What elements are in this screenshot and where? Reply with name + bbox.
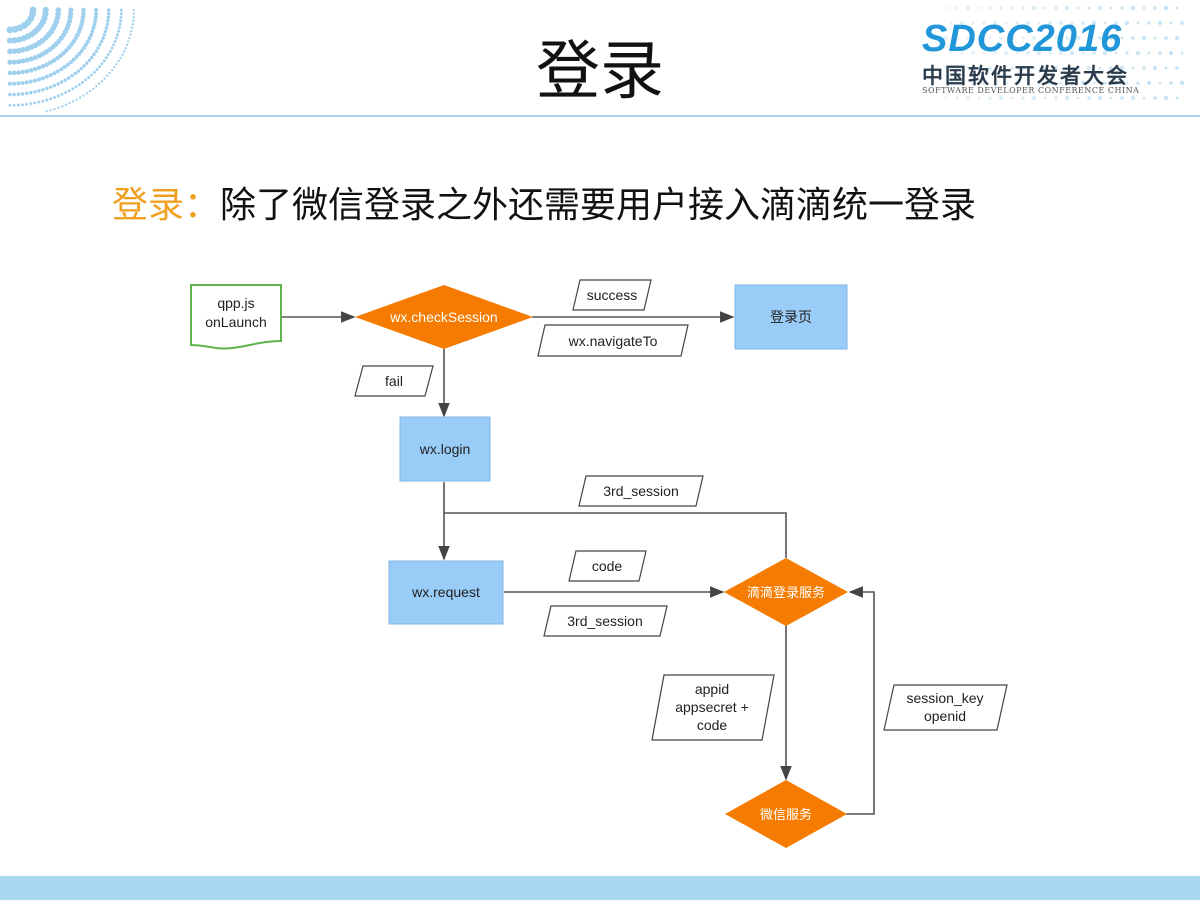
decorative-dots-right — [943, 5, 1185, 101]
wechat-service-label: 微信服务 — [760, 807, 812, 822]
logo-chinese-text: 中国软件开发者大会 — [922, 64, 1129, 88]
label-code: code — [592, 558, 623, 574]
label-navigate: wx.navigateTo — [568, 333, 658, 349]
label-3rd-session-bottom: 3rd_session — [567, 613, 643, 629]
logo-sdcc-text: SDCC2016 — [922, 18, 1123, 60]
app-doc-line1: qpp.js — [217, 295, 254, 311]
label-session-key-line2: openid — [924, 708, 966, 724]
app-document-node: qpp.js onLaunch — [190, 284, 282, 350]
login-page-label: 登录页 — [770, 309, 812, 325]
label-appid-box — [651, 674, 775, 741]
wechat-service-node: 微信服务 — [725, 780, 847, 848]
check-session-node: wx.checkSession — [355, 285, 533, 349]
slide-subtitle: 登录：除了微信登录之外还需要用户接入滴滴统一登录 — [112, 182, 976, 230]
slide-title: 登录 — [536, 35, 664, 109]
label-3rd-session-bottom-box — [543, 605, 668, 637]
label-success-box — [572, 279, 652, 311]
label-3rd-session-top: 3rd_session — [603, 483, 679, 499]
didi-login-service-label: 滴滴登录服务 — [747, 585, 825, 600]
app-doc-line2: onLaunch — [205, 314, 267, 330]
label-success: success — [587, 287, 638, 303]
edge-didi-to-wxrequest — [443, 482, 787, 558]
label-session-key-box — [883, 684, 1008, 731]
wx-request-node: wx.request — [388, 560, 504, 625]
label-code-box — [568, 550, 647, 582]
label-appid-line1: appid — [695, 681, 729, 697]
wx-login-node: wx.login — [399, 416, 491, 482]
footer-bar — [0, 876, 1200, 900]
label-appid-line2: appsecret + — [675, 699, 749, 715]
wx-request-label: wx.request — [411, 584, 480, 600]
label-appid-line3: code — [697, 717, 728, 733]
login-page-node: 登录页 — [734, 284, 848, 350]
label-fail: fail — [385, 373, 403, 389]
label-session-key-line1: session_key — [906, 690, 983, 706]
didi-login-service-node: 滴滴登录服务 — [724, 558, 848, 626]
edge-wechat-to-didi — [846, 586, 875, 815]
conference-logo: SDCC2016 中国软件开发者大会 SOFTWARE DEVELOPER CO… — [918, 18, 1178, 110]
check-session-label: wx.checkSession — [389, 309, 497, 325]
wx-login-label: wx.login — [419, 441, 471, 457]
header-divider — [0, 115, 1200, 117]
subtitle-highlight: 登录： — [112, 185, 221, 226]
decorative-dots-left — [6, 6, 136, 113]
subtitle-text: 除了微信登录之外还需要用户接入滴滴统一登录 — [220, 185, 977, 226]
slide-header: 登录 SDCC2016 中国软件开发者大会 SOFTWARE DEVELOPER… — [0, 0, 1200, 116]
logo-english-text: SOFTWARE DEVELOPER CONFERENCE CHINA — [922, 86, 1140, 95]
label-3rd-session-top-box — [578, 475, 704, 507]
label-fail-box — [354, 365, 434, 397]
label-navigate-box — [537, 324, 689, 357]
